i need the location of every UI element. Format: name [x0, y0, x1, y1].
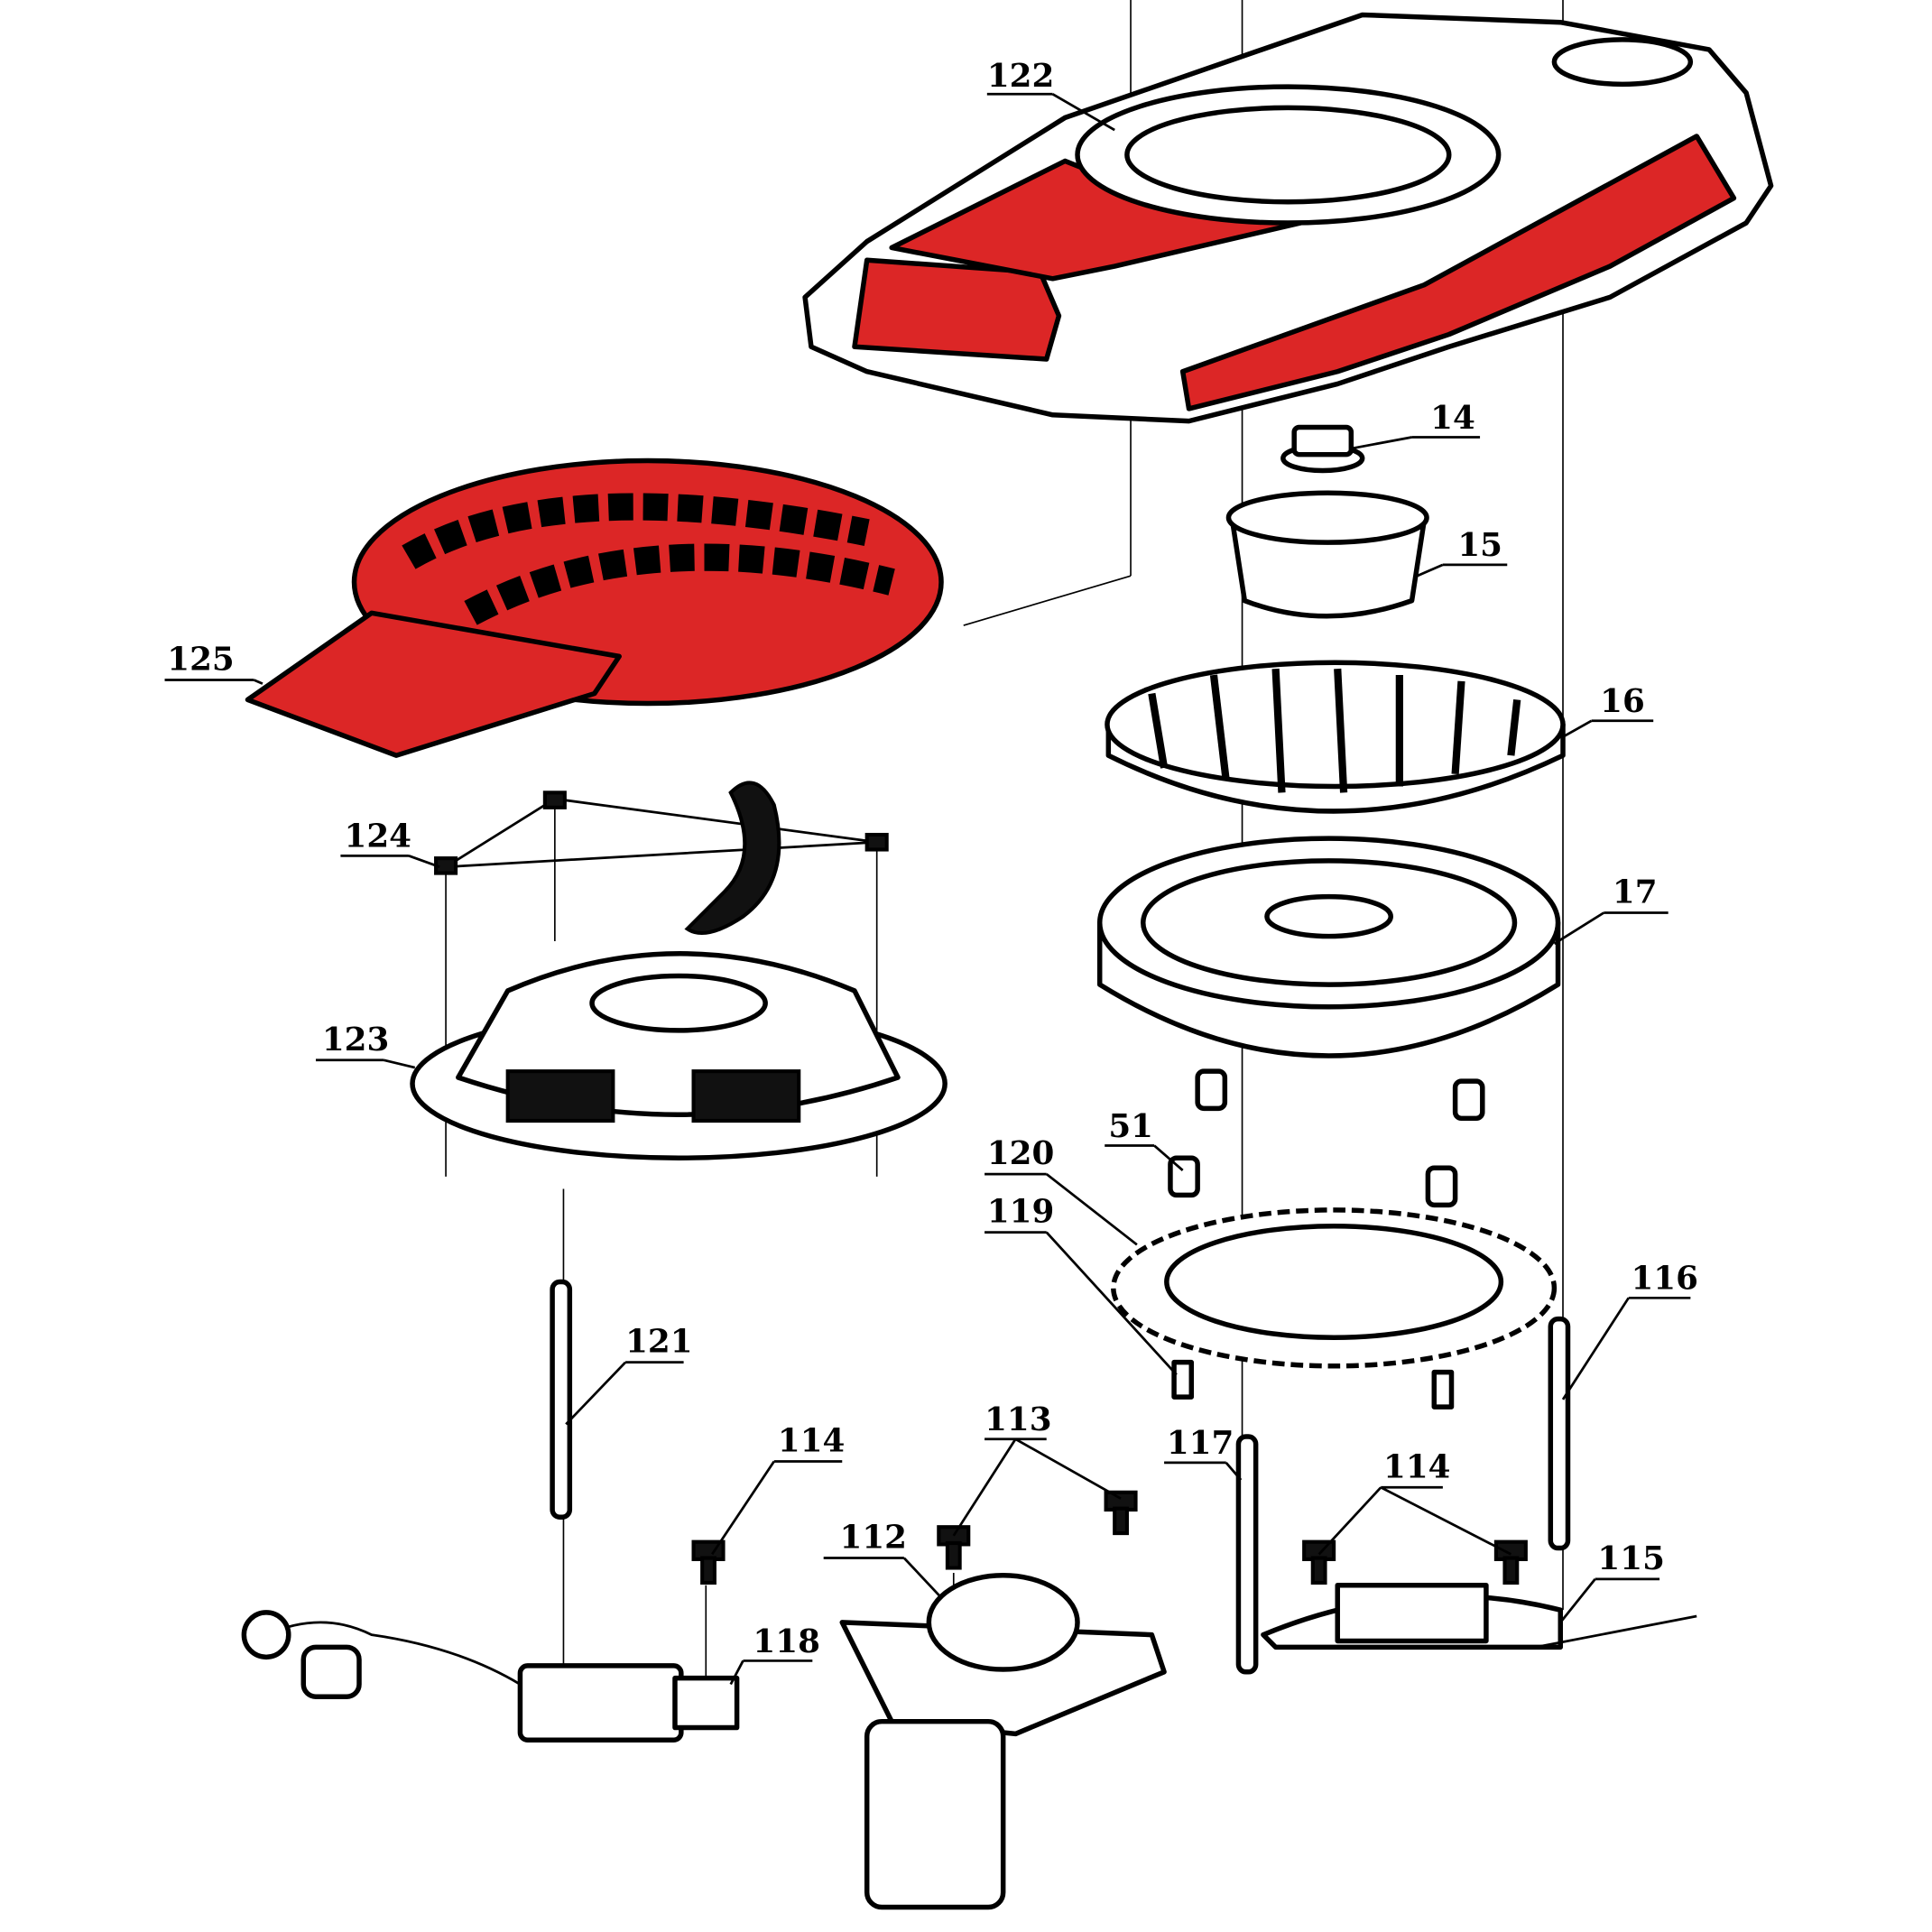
- callout-118: 118: [729, 1622, 820, 1686]
- part-118-ignition-coil: [241, 1610, 740, 1743]
- part-125-air-filter-cover: [245, 458, 944, 758]
- callout-119: 119: [984, 1193, 1178, 1376]
- callout-17: 17: [1553, 874, 1669, 945]
- part-51-spacers: [1168, 1068, 1485, 1208]
- callout-15: 15: [1413, 526, 1508, 578]
- callout-123: 123: [315, 1021, 416, 1069]
- svg-text:14: 14: [1430, 399, 1475, 437]
- callout-122: 122: [987, 57, 1115, 132]
- svg-text:16: 16: [1600, 682, 1645, 720]
- part-123-recoil-starter: [410, 951, 948, 1160]
- part-124-brake-cable: [434, 781, 889, 935]
- part-16-fan: [1105, 660, 1566, 814]
- svg-text:124: 124: [345, 818, 411, 855]
- svg-text:125: 125: [167, 640, 234, 678]
- svg-text:121: 121: [625, 1323, 692, 1361]
- part-17-flywheel: [1096, 836, 1561, 1058]
- svg-text:120: 120: [987, 1134, 1054, 1172]
- callouts: 122 14 15 16 17 51 120 119 116 121 114 1…: [164, 57, 1698, 1686]
- callout-115: 115: [1559, 1539, 1665, 1623]
- callout-117: 117: [1164, 1424, 1243, 1481]
- callout-14: 14: [1352, 399, 1481, 450]
- svg-text:51: 51: [1108, 1107, 1153, 1145]
- svg-text:115: 115: [1597, 1539, 1664, 1577]
- part-15-starter-cup: [1225, 490, 1429, 619]
- callout-113: 113: [952, 1400, 1122, 1537]
- part-112-electric-starter: [839, 1572, 1167, 1910]
- svg-text:114: 114: [1383, 1447, 1450, 1485]
- callout-125: 125: [164, 640, 263, 685]
- part-122-engine-cover: [802, 12, 1774, 424]
- svg-text:118: 118: [753, 1622, 819, 1660]
- callout-114-right: 114: [1317, 1447, 1511, 1556]
- callout-124: 124: [340, 818, 440, 868]
- svg-text:114: 114: [778, 1421, 845, 1459]
- svg-text:122: 122: [987, 57, 1054, 95]
- svg-text:117: 117: [1167, 1424, 1234, 1462]
- callout-116: 116: [1561, 1260, 1698, 1400]
- part-120-ring-gear: [1111, 1207, 1558, 1369]
- part-115-charging-coil: [1261, 1582, 1697, 1650]
- svg-text:17: 17: [1613, 874, 1658, 911]
- svg-text:113: 113: [984, 1400, 1051, 1438]
- part-studs: [550, 1279, 1571, 1675]
- part-119-screws: [1171, 1359, 1455, 1410]
- part-bolts: [691, 1490, 1528, 1585]
- svg-text:119: 119: [987, 1193, 1054, 1231]
- svg-text:116: 116: [1631, 1260, 1697, 1298]
- callout-16: 16: [1562, 682, 1654, 738]
- svg-text:123: 123: [322, 1021, 389, 1058]
- callout-114-left: 114: [711, 1421, 845, 1556]
- svg-text:112: 112: [840, 1519, 907, 1557]
- svg-text:15: 15: [1457, 526, 1502, 564]
- callout-112: 112: [823, 1519, 943, 1599]
- callout-121: 121: [565, 1323, 693, 1426]
- part-14-nut: [1280, 424, 1365, 474]
- callout-120: 120: [984, 1134, 1138, 1246]
- callout-51: 51: [1105, 1107, 1184, 1171]
